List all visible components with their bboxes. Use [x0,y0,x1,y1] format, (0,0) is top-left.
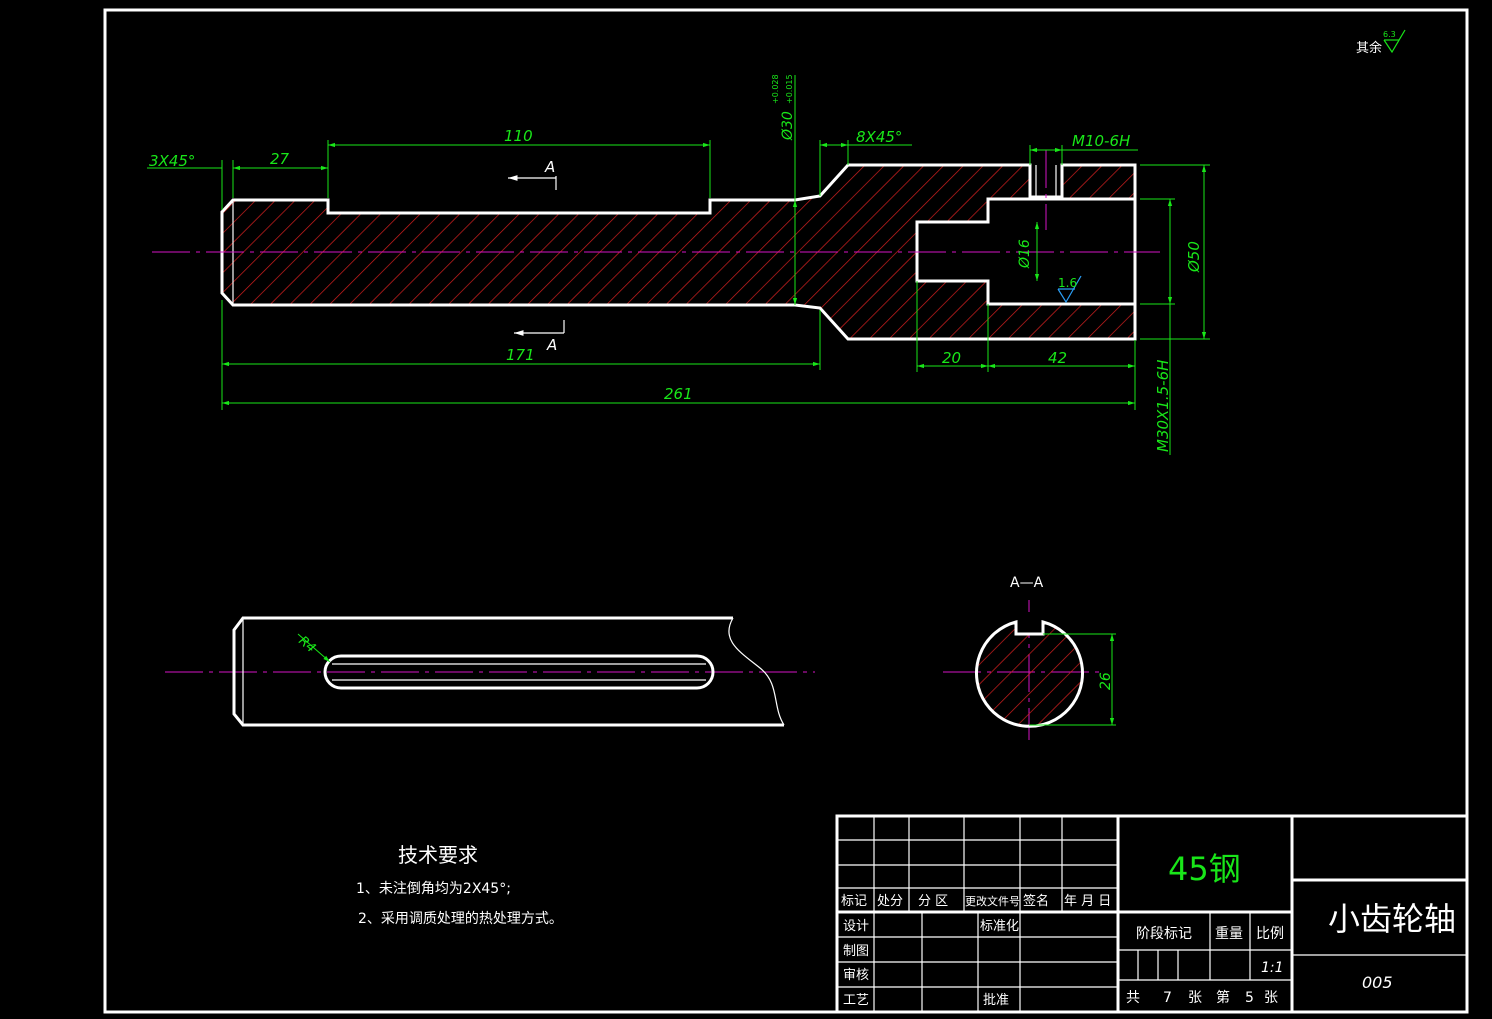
tb-role-approve: 批准 [983,993,1009,1008]
tb-role-draw: 制图 [843,944,869,959]
section-a-a: A—A 26 [943,575,1116,740]
dim-chamfer-left: 3X45° [149,152,195,170]
tb-total: 7 [1163,990,1172,1006]
keyway-top-view: R4 [165,616,815,727]
roughness-value: 6.3 [1383,30,1396,39]
tb-part-name: 小齿轮轴 [1328,900,1456,938]
tb-header-sign: 签名 [1023,893,1049,909]
roughness-note: 其余 6.3 [1356,29,1406,56]
tb-scale: 1:1 [1261,960,1284,976]
dim-20: 20 [942,349,961,367]
tb-current: 5 [1245,990,1254,1006]
section-marker-bottom: A [546,336,557,354]
tb-header-zone: 分 区 [918,894,948,909]
tech-item-2: 2、采用调质处理的热处理方式。 [358,911,563,927]
dim-42: 42 [1048,349,1067,367]
keyway-slot [323,654,715,690]
dim-thread-m30: M30X1.5-6H [1154,360,1172,452]
tb-header-date: 年 月 日 [1064,894,1111,909]
tb-header-count: 处分 [877,894,903,909]
tb-role-standardize: 标准化 [980,919,1019,934]
title-block: 标记 处分 分 区 更改文件号 签名 年 月 日 设计 标准化 制图 审核 工艺… [835,814,1469,1014]
roughness-1-6-icon [1057,275,1082,304]
dim-dia-30-tol-lower: +0.015 [785,74,794,104]
dim-r4: R4 [295,634,318,657]
dim-thread-m10: M10-6H [1072,132,1130,150]
dim-110: 110 [504,127,533,145]
shaft-section-hatch [222,165,1135,339]
main-shaft-view: 3X45° 27 110 A A Ø30 +0.028 +0.015 8X45° [147,74,1210,455]
dim-roughness-1-6: 1.6 [1058,276,1077,290]
break-line [728,617,785,726]
roughness-icon [1383,29,1406,54]
dim-27: 27 [270,150,290,168]
keyway-view-outline [232,616,784,727]
roughness-label: 其余 [1356,40,1382,56]
dim-26: 26 [1098,672,1114,690]
tech-title: 技术要求 [398,843,478,867]
tb-stage-mark: 阶段标记 [1136,926,1192,942]
tb-role-process: 工艺 [843,993,869,1008]
tb-role-design: 设计 [843,919,869,934]
tb-current-prefix: 第 [1216,989,1230,1006]
section-marker-top: A [544,158,555,176]
dim-dia-30: Ø30 [780,111,796,141]
tb-weight: 重量 [1215,926,1243,942]
tb-header-mark: 标记 [841,894,867,909]
dim-dia-50: Ø50 [1185,241,1203,273]
dim-171: 171 [506,346,535,364]
tb-total-prefix: 共 [1126,990,1140,1006]
tb-drawing-no: 005 [1362,973,1393,992]
section-title: A—A [1010,575,1044,591]
dim-dia-30-tol-upper: +0.028 [771,74,780,104]
drawing-frame [103,8,1469,1014]
dim-chamfer-mid: 8X45° [856,128,902,146]
tb-current-unit: 张 [1264,990,1278,1006]
tb-total-unit: 张 [1188,990,1202,1006]
dim-261: 261 [664,385,693,403]
tech-item-1: 1、未注倒角均为2X45°; [356,881,511,897]
tech-requirements: 技术要求 1、未注倒角均为2X45°; 2、采用调质处理的热处理方式。 [356,843,563,927]
tb-material: 45钢 [1168,850,1241,888]
dim-dia-16: Ø16 [1017,239,1033,269]
tb-role-review: 审核 [843,968,869,983]
tb-scale-label: 比例 [1256,926,1284,942]
tb-header-change-doc: 更改文件号 [965,894,1020,908]
